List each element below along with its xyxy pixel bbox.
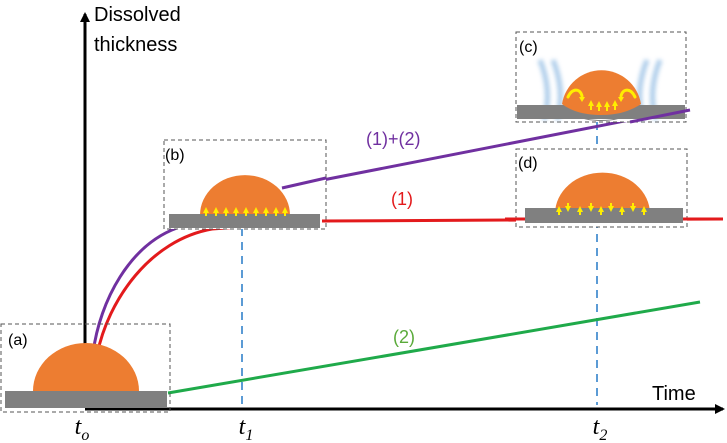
panel-a — [0, 323, 171, 413]
curve-combined-end — [629, 108, 691, 124]
droplet-d — [555, 172, 650, 214]
substrate-b — [169, 214, 320, 228]
arrows-updown-d — [556, 203, 647, 215]
substrate-d — [525, 208, 683, 223]
curve-combined-overlay — [281, 176, 327, 190]
arrows-curl-c-tips — [579, 97, 624, 102]
panel-d-label: (d) — [518, 155, 538, 172]
curve-label-one: (1) — [391, 189, 413, 209]
panel-a-label: (a) — [8, 332, 28, 349]
arrows-up-c — [588, 100, 618, 111]
tick-t0: to — [75, 414, 90, 443]
panel-c — [515, 31, 687, 123]
x-axis-label: Time — [652, 383, 696, 405]
curve-label-two: (2) — [393, 327, 415, 347]
tick-t2: t2 — [593, 414, 608, 443]
etch-pit-c — [560, 105, 643, 121]
curve-two — [167, 300, 701, 395]
y-axis-label-line2: thickness — [94, 34, 177, 56]
arrows-curl-c — [566, 88, 637, 99]
y-axis-label-line1: Dissolved — [94, 4, 181, 26]
droplet-b — [200, 175, 290, 215]
droplet-c — [562, 70, 641, 115]
curve-label-combined: (1)+(2) — [366, 129, 421, 149]
panel-b-label: (b) — [165, 147, 185, 164]
panel-c-label: (c) — [519, 39, 538, 56]
substrate-a — [5, 391, 167, 408]
arrows-up-b — [203, 207, 288, 216]
droplet-a — [33, 343, 139, 391]
panel-d — [515, 148, 688, 228]
tick-t1: t1 — [239, 414, 254, 443]
